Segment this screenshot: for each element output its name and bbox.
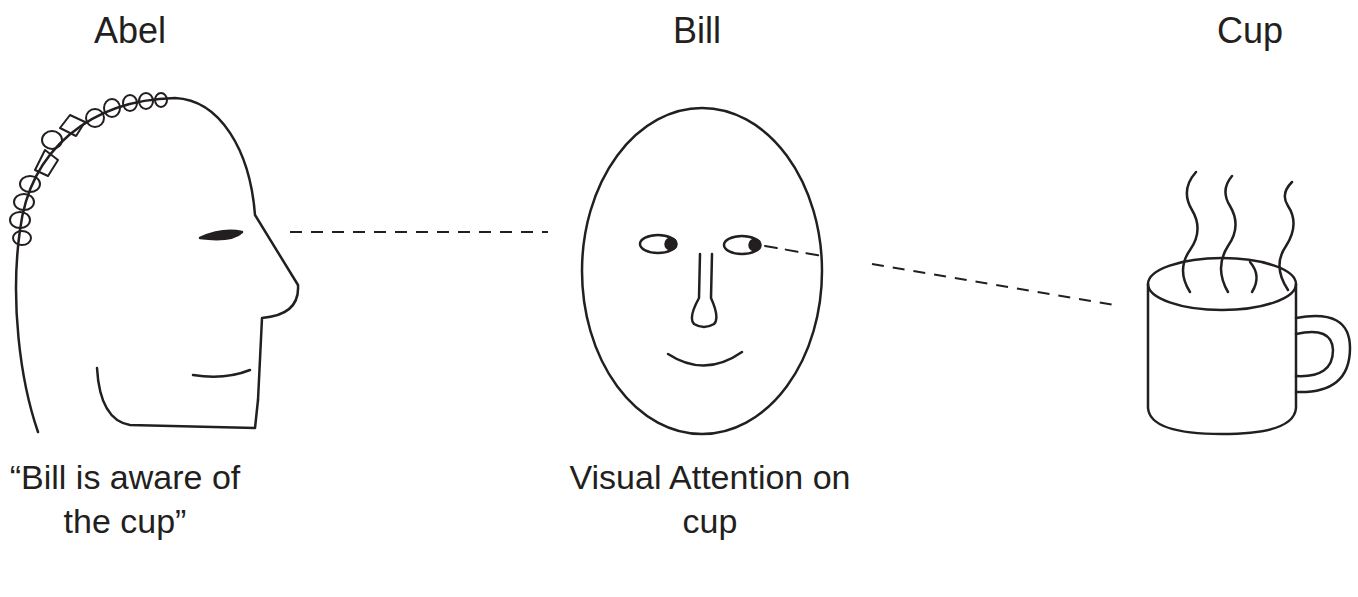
head-outline xyxy=(16,98,298,432)
steam xyxy=(1279,182,1293,290)
hair-curls xyxy=(10,93,167,245)
figure-caption: Visual Attention on cup xyxy=(550,455,870,543)
cup-handle xyxy=(1296,332,1333,376)
cup-body xyxy=(1148,284,1296,434)
eye xyxy=(200,231,242,239)
figure-heading: Cup xyxy=(1150,8,1350,55)
figure-node: Abel “Bill is aware of the cup” xyxy=(0,0,290,597)
steam xyxy=(1183,172,1198,292)
figure-node: Cup xyxy=(1120,0,1354,597)
pupil xyxy=(666,239,677,250)
cup-handle xyxy=(1296,316,1350,392)
steam xyxy=(1221,176,1236,292)
figure-heading: Abel xyxy=(0,8,260,55)
gaze-line xyxy=(765,246,822,256)
figure-node: BillVisual Attention on cup xyxy=(548,0,872,597)
figure-caption: “Bill is aware of the cup” xyxy=(0,455,256,543)
figure-heading: Bill xyxy=(597,8,797,55)
nose xyxy=(692,254,717,327)
mouth xyxy=(668,352,742,366)
eye xyxy=(640,235,676,253)
jaw-line xyxy=(97,368,258,428)
gaze-connector xyxy=(290,232,548,233)
face-outline xyxy=(582,108,822,434)
mouth xyxy=(193,370,250,377)
gaze-connector xyxy=(872,264,1120,306)
dashed-line xyxy=(290,231,548,233)
pupil xyxy=(750,240,761,251)
eye xyxy=(724,236,760,254)
dashed-line xyxy=(872,264,1120,306)
steam xyxy=(1250,262,1257,292)
